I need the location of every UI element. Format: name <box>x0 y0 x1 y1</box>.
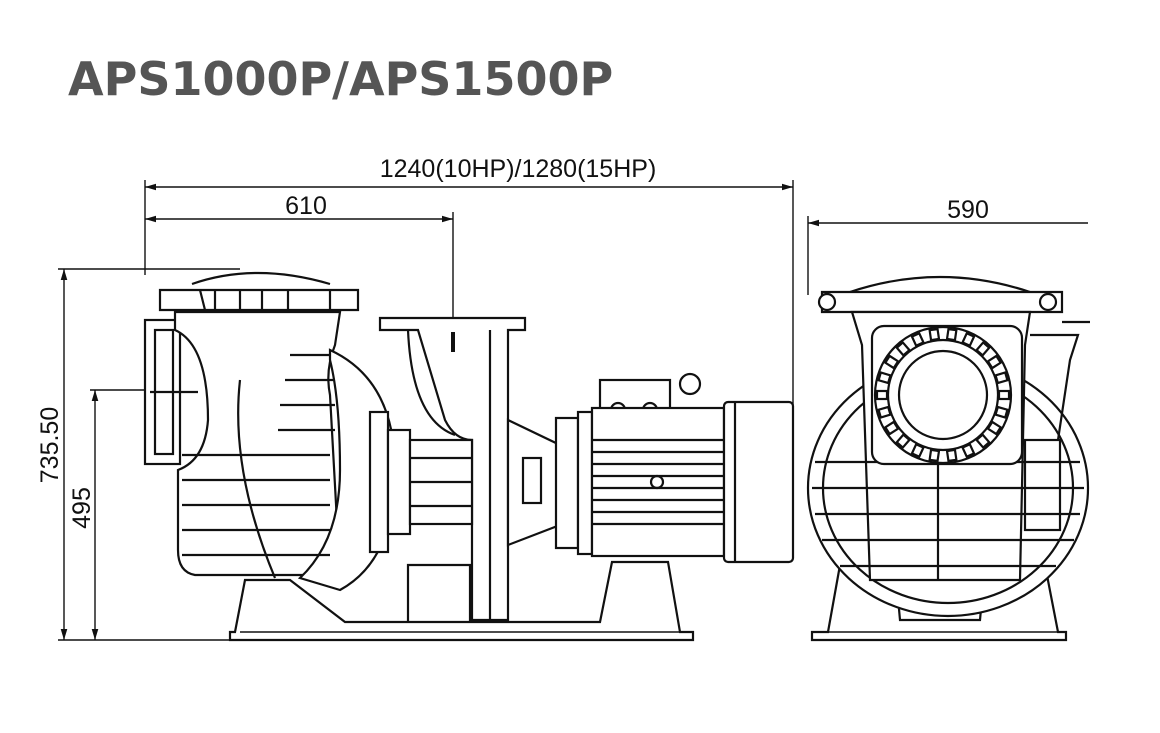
width-label: 590 <box>947 196 989 224</box>
port-slot <box>883 420 900 436</box>
port-slot <box>986 354 1003 370</box>
port-slot <box>975 340 991 357</box>
overall-length-label: 1240(10HP)/1280(15HP) <box>380 155 657 183</box>
pump-side-view <box>143 271 795 642</box>
port-slot <box>883 354 900 370</box>
dimension-inlet-height: 495 <box>68 389 150 640</box>
port-slot <box>875 389 889 401</box>
dimension-overall-height: 735.50 <box>36 268 240 641</box>
port-slot <box>877 405 892 419</box>
port-slot <box>910 442 925 459</box>
port-slot <box>945 448 958 463</box>
dimension-width: 590 <box>807 196 1088 295</box>
port-slot <box>961 442 976 459</box>
port-slot <box>895 433 911 450</box>
overall-height-label: 735.50 <box>36 407 64 483</box>
page-title: APS1000P/APS1500P <box>68 52 614 106</box>
dimension-overall-length: 1240(10HP)/1280(15HP) <box>144 155 794 405</box>
port-slot <box>910 331 925 348</box>
port-slot <box>975 433 991 450</box>
pump-end-view <box>806 275 1090 642</box>
inlet-outlet-label: 610 <box>285 192 327 220</box>
port-slot <box>997 389 1011 401</box>
port-slot <box>961 331 976 348</box>
port-slot <box>994 371 1009 385</box>
port-slot <box>994 405 1009 419</box>
port-slot <box>986 420 1003 436</box>
port-slot <box>945 327 958 342</box>
port-slot <box>895 340 911 357</box>
dimension-inlet-outlet: 610 <box>145 192 454 318</box>
port-slot <box>928 327 941 342</box>
port-slot <box>877 371 892 385</box>
inlet-height-label: 495 <box>68 487 96 529</box>
port-slot <box>928 448 941 463</box>
